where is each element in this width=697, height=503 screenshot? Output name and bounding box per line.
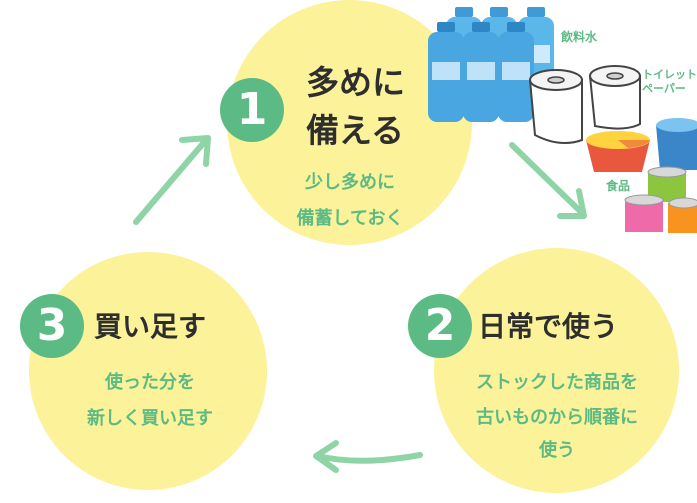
toilet-paper-label-line1: トイレット <box>642 68 697 81</box>
cycle-arrow-icon <box>133 135 211 225</box>
toilet-paper-label-line2: ペーパー <box>642 82 686 95</box>
water-label: 飲料水 <box>561 30 598 44</box>
step-3-desc-line1: 使った分を <box>105 372 195 393</box>
step-1-number: 1 <box>220 78 284 142</box>
step-3-title: 買い足す <box>94 310 207 343</box>
toilet-paper-icon <box>528 65 641 145</box>
step-3-circle <box>29 252 267 490</box>
step-1-title-line1: 多めに <box>306 63 405 102</box>
food-bowls-icon <box>586 118 697 172</box>
step-2-desc-line2: 古いものから順番に <box>476 407 638 428</box>
step-1-desc-line2: 備蓄しておく <box>296 208 404 229</box>
canned-food-icon <box>624 166 697 233</box>
step-3-desc-line2: 新しく買い足す <box>87 408 213 429</box>
step-3-number: 3 <box>20 294 84 358</box>
step-2-desc-line3: 使う <box>539 440 575 461</box>
water-bottles-icon <box>428 7 554 122</box>
step-1-title-line2: 備える <box>306 111 405 150</box>
step-2-number: 2 <box>408 294 472 358</box>
step-2-title: 日常で使う <box>478 310 619 343</box>
food-label: 食品 <box>606 179 631 193</box>
cycle-arrow-icon <box>509 142 587 219</box>
step-2-desc-line1: ストックした商品を <box>476 372 638 393</box>
step-1-desc-line1: 少し多めに <box>305 172 395 193</box>
step-2-circle <box>434 248 679 493</box>
cycle-arrow-icon <box>313 440 423 473</box>
